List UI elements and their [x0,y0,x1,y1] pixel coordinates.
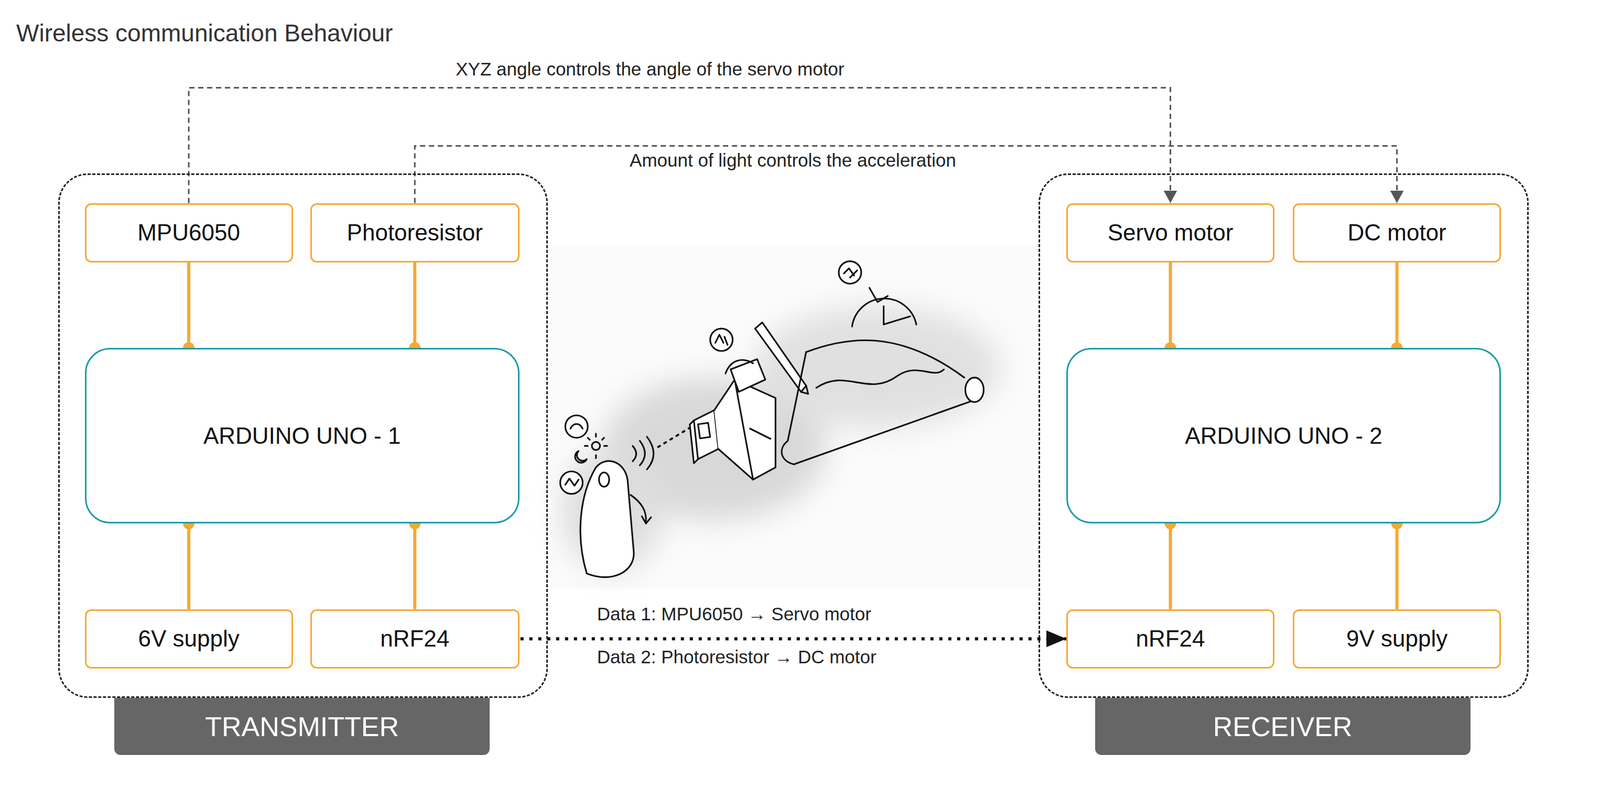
sketch-ground [550,244,1036,589]
radio-link [657,426,692,448]
edge-label: XYZ angle controls the angle of the serv… [452,58,848,80]
component-box: 6V supply [84,609,294,669]
receiver-box [689,410,719,464]
component-box: Servo motor [1066,203,1275,263]
box-label: nRF24 [1135,625,1205,653]
controller-button [599,472,610,488]
wire-connector [1395,523,1399,610]
wire-connector [413,523,417,610]
belt-roller [965,377,984,403]
callout-circle [565,415,588,439]
controller-box: ARDUINO UNO - 1 [84,348,520,524]
rotation-arrow [869,287,888,302]
box-label: 6V supply [137,625,240,653]
group-box: RECEIVERServo motorDC motorARDUINO UNO -… [1038,173,1529,699]
edge-label: Amount of light controls the acceleratio… [626,149,960,171]
hand-controller [580,461,634,578]
component-box: 9V supply [1292,609,1501,669]
box-label: ARDUINO UNO - 2 [1184,423,1382,450]
box-label: nRF24 [380,625,450,653]
box-label: ARDUINO UNO - 1 [203,423,401,450]
stand-bracket [714,380,776,481]
light-rays [584,434,608,459]
conveyor-belt [793,340,975,465]
component-box: MPU6050 [84,203,294,263]
wire-connector [187,262,191,349]
callout-mark [570,424,583,429]
group-tab: TRANSMITTER [114,698,490,756]
group-tab: RECEIVER [1095,698,1471,756]
wire-connector [1395,262,1399,349]
pen [754,322,806,392]
callout-mark [565,478,579,486]
wireless-link [520,637,1067,641]
wire-connector [1169,262,1173,349]
callout-circle [710,328,733,352]
stand-edge [734,380,771,481]
moon-icon [575,451,587,463]
receiver-chip [698,423,711,439]
callout-circle [838,261,862,285]
component-box: nRF24 [310,609,520,669]
diagram-title: Wireless communication Behaviour [16,18,393,48]
group-box: TRANSMITTERMPU6050PhotoresistorARDUINO U… [58,173,548,699]
radio-waves [632,437,654,470]
box-label: DC motor [1347,219,1447,246]
tilt-arrow [630,495,652,525]
edge-label: Data 1: MPU6050 → Servo motor [593,603,875,625]
drawn-line [816,369,944,388]
wire-connector [187,523,191,610]
box-label: MPU6050 [137,219,241,246]
control-arrow [414,146,1397,204]
wire-connector [413,262,417,349]
box-label: Servo motor [1107,219,1234,246]
component-box: Photoresistor [310,203,520,263]
light-icon [591,441,601,451]
callout-circle [560,471,583,495]
component-box: DC motor [1292,203,1501,263]
component-box: nRF24 [1066,609,1275,669]
callout-mark [715,334,728,345]
servo-horn [725,360,754,374]
group-heading: RECEIVER [1213,711,1353,743]
data-label: Data 2: Photoresistor → DC motor [593,646,880,668]
box-label: 9V supply [1346,625,1448,653]
box-label: Photoresistor [347,219,483,246]
callout-mark [844,268,858,278]
servo-body [730,359,766,393]
wire-connector [1169,523,1173,610]
pen-tip [801,385,809,395]
belt-end [781,352,807,465]
servo-wheel [851,298,917,327]
group-heading: TRANSMITTER [204,711,399,743]
controller-box: ARDUINO UNO - 2 [1066,348,1501,524]
